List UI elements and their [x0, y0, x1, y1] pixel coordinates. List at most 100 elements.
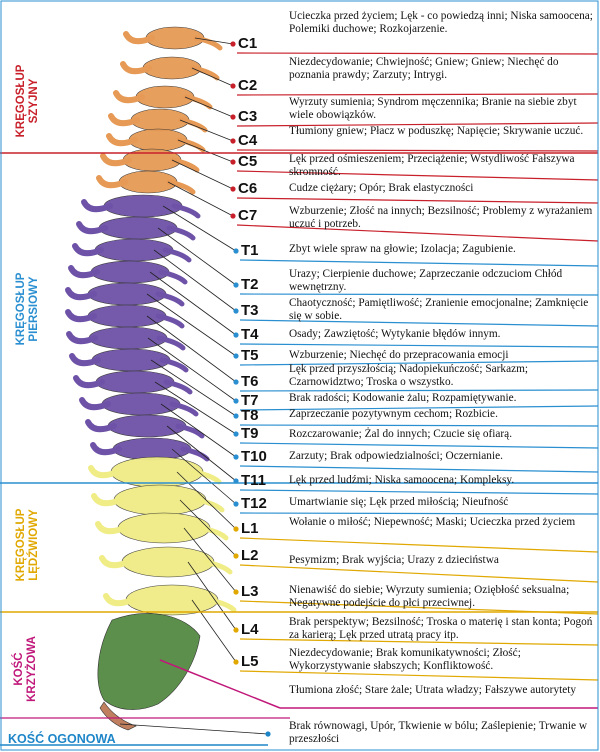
vertebra-description-c7: Wzburzenie; Złość na innych; Bezsilność;…	[289, 205, 593, 230]
vertebra-body-l3	[117, 512, 211, 544]
vertebra-process-t11	[85, 419, 117, 433]
vertebra-spine-t5	[155, 291, 185, 307]
vertebra-process-t2	[76, 221, 108, 235]
vertebra-label-t11: T11	[241, 472, 267, 489]
vertebra-process-t9	[73, 375, 105, 389]
vertebra-body-t3	[94, 238, 174, 262]
vertebra-label-c7: C7	[238, 207, 258, 224]
vertebra-label-c6: C6	[238, 180, 258, 197]
vertebra-body-t4	[90, 260, 170, 284]
underline-t8	[239, 424, 599, 427]
leader-dot-t2	[233, 282, 239, 288]
vertebra-label-l4: L4	[241, 621, 259, 638]
vertebra-process-t4	[68, 265, 100, 279]
leader-dot-t5	[233, 353, 239, 359]
spine-bones	[65, 26, 237, 731]
vertebra-description-c5: Lęk przed ośmieszeniem; Przeciążenie; Ws…	[289, 153, 575, 178]
underline-t10	[239, 465, 599, 473]
vertebra-spine-l2	[195, 497, 225, 513]
underline-c7	[236, 224, 599, 242]
vertebra-description-t10: Zarzuty; Brak odpowiedzialności; Oczerni…	[289, 450, 503, 462]
vertebra-body-l4	[121, 546, 215, 578]
leader-line-l2	[179, 499, 237, 557]
leader-line-t6	[146, 315, 237, 383]
vertebra-label-c1: C1	[238, 35, 258, 52]
vertebra-process-c6	[100, 153, 132, 167]
vertebra-spine-t2	[166, 225, 196, 241]
vertebra-description-c1: Ucieczka przed życiem; Lęk - co powiedzą…	[289, 10, 593, 35]
vertebra-description-c6: Cudze ciężary; Opór; Brak elastyczności	[289, 182, 474, 194]
leader-line-c4	[179, 119, 234, 142]
vertebra-process-t12	[90, 442, 122, 456]
underline-t7	[239, 405, 599, 411]
leader-dot-t8	[233, 413, 239, 419]
region-label-thoracic: KRĘGOSŁUP PIERSIOWY	[15, 272, 40, 346]
leader-line-t10	[160, 403, 237, 458]
vertebra-spine-c2	[190, 65, 220, 81]
underline-c4	[236, 149, 599, 152]
vertebra-process-l3	[95, 521, 127, 535]
vertebra-description-t5: Wzburzenie; Niechęć do przepracowania em…	[289, 349, 509, 361]
vertebra-description-t8: Zaprzeczanie pozytywnym cechom; Rozbicie…	[289, 408, 498, 420]
coccyx-leader-line	[119, 723, 269, 735]
leader-dot-c5	[230, 159, 236, 165]
vertebra-spine-t4	[158, 269, 188, 285]
vertebra-label-c2: C2	[238, 77, 258, 94]
underline-l5	[239, 670, 599, 681]
vertebra-process-l2	[91, 493, 123, 507]
vertebra-body-t10	[101, 392, 181, 416]
vertebra-spine-c4	[178, 117, 208, 133]
vertebra-process-t1	[81, 199, 113, 213]
leader-dot-l4	[233, 627, 239, 633]
vertebra-spine-t12	[180, 446, 210, 462]
vertebra-spine-l4	[203, 559, 233, 575]
vertebra-description-l1: Wołanie o miłość; Niepewność; Maski; Uci…	[289, 516, 576, 528]
vertebra-spine-l5	[207, 597, 237, 613]
vertebra-label-c3: C3	[238, 108, 258, 125]
underline-c6	[236, 197, 599, 204]
leader-line-c1	[194, 37, 234, 45]
vertebra-label-t1: T1	[241, 242, 259, 259]
region-label-coccyx: KOŚĆ OGONOWA	[8, 732, 116, 746]
vertebra-description-t6: Lęk przed przyszłością; Nadopiekuńczość;…	[289, 363, 529, 388]
vertebra-label-c5: C5	[238, 153, 258, 170]
leader-line-c3	[184, 96, 234, 118]
leader-dot-t3	[233, 308, 239, 314]
leader-dot-l2	[233, 553, 239, 559]
vertebra-process-c4	[108, 113, 140, 127]
underline-t4	[239, 343, 599, 348]
vertebra-spine-t11	[175, 423, 205, 439]
vertebra-body-t12	[112, 437, 192, 461]
region-label-cervical: KRĘGOSŁUP SZYJNY	[15, 64, 40, 138]
leader-dot-l5	[233, 659, 239, 665]
leader-dot-l3	[233, 589, 239, 595]
vertebra-spine-t10	[169, 401, 199, 417]
vertebra-description-t9: Rozczarowanie; Żal do innych; Czucie się…	[289, 428, 513, 440]
vertebra-description-t3: Chaotyczność; Pamiętliwość; Zranienie em…	[289, 297, 589, 322]
underline-c3	[236, 122, 599, 127]
vertebra-label-l1: L1	[241, 520, 259, 537]
underline-t5	[239, 360, 599, 366]
vertebra-description-t7: Brak radości; Kodowanie żalu; Rozpamięty…	[289, 392, 517, 404]
leader-dot-c1	[230, 41, 236, 47]
vertebra-process-t5	[65, 287, 97, 301]
vertebra-process-c3	[113, 90, 145, 104]
vertebra-description-t4: Osady; Zawziętość; Wytykanie błędów inny…	[289, 328, 501, 340]
leader-dot-c2	[230, 83, 236, 89]
vertebra-spine-c7	[166, 179, 196, 195]
underline-t9	[239, 442, 599, 449]
leader-dot-t6	[233, 379, 239, 385]
leader-line-l5	[191, 599, 237, 663]
vertebra-spine-t9	[163, 379, 193, 395]
vertebra-label-c4: C4	[238, 132, 258, 149]
vertebra-spine-t6	[155, 313, 185, 329]
vertebra-process-l5	[103, 593, 135, 607]
sacrum-bone	[97, 613, 201, 710]
vertebra-spine-c3	[183, 94, 213, 110]
leader-dot-l1	[233, 526, 239, 532]
leader-dot-t9	[233, 431, 239, 437]
vertebra-spine-t7	[156, 335, 186, 351]
